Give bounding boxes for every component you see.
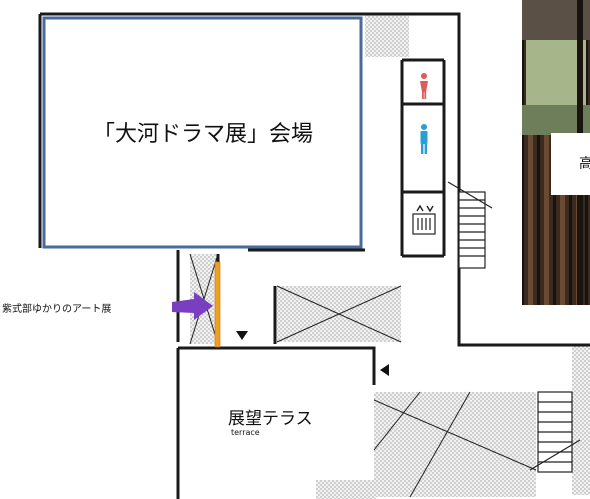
entrance-triangle-icon	[236, 331, 248, 340]
art-exhibit-highlight-strip[interactable]	[214, 261, 221, 348]
entrance-triangle-icon	[380, 364, 389, 376]
restroom-male-icon	[420, 124, 428, 154]
art-exhibit-label: 紫式部ゆかりのアート展	[2, 304, 112, 315]
terrace-label-english: terrace	[231, 428, 260, 437]
walls	[38, 12, 590, 499]
exhibition-hall[interactable]	[42, 16, 363, 249]
photo-caption-box: 高	[551, 133, 590, 195]
pointer-arrow-icon	[172, 292, 213, 320]
elevator-icon[interactable]	[412, 204, 436, 235]
exhibition-hall-label: 「大河ドラマ展」会場	[92, 122, 313, 147]
photo-caption-text: 高	[579, 156, 590, 172]
stairs-right	[447, 181, 493, 269]
terrace-label: 展望テラス	[228, 409, 313, 429]
stairs-lower	[529, 391, 581, 473]
restroom-female-icon	[420, 73, 428, 99]
void-cross-marks	[189, 253, 537, 498]
